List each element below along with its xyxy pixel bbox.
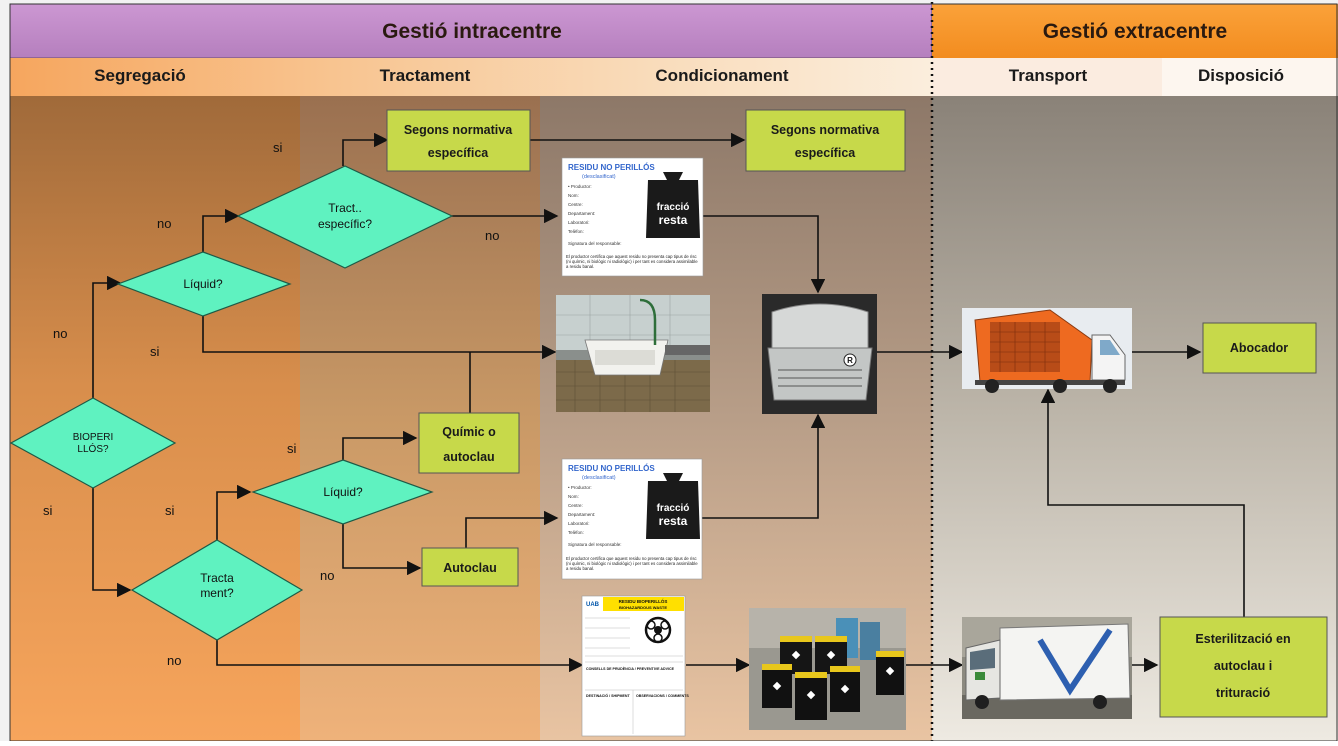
- edge-label-no-tract: no: [485, 228, 499, 243]
- tract-especific-text-2: específic?: [318, 217, 372, 231]
- liquid-bottom-text: Líquid?: [323, 485, 363, 499]
- non-hazardous-label-1: RESIDU NO PERILLÓS (desclasificat) • Pro…: [561, 157, 704, 277]
- label1-note: El productor certifica que aquest residu…: [566, 254, 698, 269]
- edge-label-si-tractament: si: [165, 503, 175, 518]
- label1-title: RESIDU NO PERILLÓS: [568, 163, 655, 172]
- diamond-liquid-bottom: Líquid?: [251, 459, 434, 525]
- container-bin-photo: R: [762, 294, 877, 414]
- label1-subtitle: (desclasificat): [582, 174, 616, 180]
- segregacio-lane: [10, 96, 300, 741]
- segons1-text-2: específica: [428, 146, 490, 160]
- label2-field-3: Departament:: [568, 512, 595, 517]
- edge-label-no-bio: no: [53, 326, 67, 341]
- diamond-liquid-top: Líquid?: [116, 251, 292, 317]
- ester-text-1: Esterilització en: [1195, 632, 1290, 646]
- bioperillos-text-1: BIOPERI: [73, 432, 114, 443]
- extracentre-title: Gestió extracentre: [1043, 20, 1227, 43]
- autoclau-text: Autoclau: [443, 561, 496, 575]
- bio-title: RESIDU BIOPERILLÓS: [619, 597, 668, 604]
- non-hazardous-label-2: RESIDU NO PERILLÓS (desclasificat) • Pro…: [561, 458, 703, 580]
- segons2-text-1: Segons normativa: [771, 123, 880, 137]
- label2-note: El productor certifica que aquest residu…: [566, 556, 698, 571]
- biohazard-label: RESIDU BIOPERILLÓS BIOHAZARDOUS WASTE UA…: [581, 595, 689, 737]
- label2-field-6: Signatura del responsable:: [568, 542, 622, 547]
- box-segons-normativa-1: Segons normativa específica: [386, 109, 531, 172]
- bin-mark: R: [847, 356, 853, 365]
- intracentre-title: Gestió intracentre: [382, 20, 562, 43]
- label2-field-5: Telèfon:: [568, 530, 584, 535]
- label2-title: RESIDU NO PERILLÓS: [568, 464, 655, 473]
- label2-field-1: Nom:: [568, 494, 579, 499]
- label1-field-0: • Productor:: [568, 184, 592, 189]
- bag2-text-2: resta: [659, 514, 688, 528]
- sink-photo: [556, 295, 710, 412]
- bag2-text-1: fracció: [657, 503, 690, 514]
- label2-field-0: • Productor:: [568, 485, 592, 490]
- intracentre-header-band: [9, 3, 933, 59]
- quimic-text-1: Químic o: [442, 425, 496, 439]
- box-autoclau: Autoclau: [421, 547, 519, 587]
- bio-obs: OBSERVACIONS / COMMENTS: [636, 694, 689, 698]
- label1-field-6: Signatura del responsable:: [568, 241, 622, 246]
- quimic-text-2: autoclau: [443, 450, 494, 464]
- tract-especific-text-1: Tract..: [328, 201, 362, 215]
- label2-field-2: Centre:: [568, 503, 583, 508]
- tractament-header: Tractament: [380, 66, 471, 85]
- bio-dest: DESTINACIÓ / SHIPMENT: [586, 693, 631, 698]
- box-segons-normativa-2: Segons normativa específica: [745, 109, 906, 172]
- diamond-tractament: Tracta ment?: [130, 539, 304, 641]
- sanitary-truck-photo: [962, 617, 1132, 719]
- bio-sub: BIOHAZARDOUS WASTE: [619, 605, 667, 610]
- tractament-text-1: Tracta: [200, 571, 234, 585]
- edge-label-si-tract: si: [273, 140, 283, 155]
- edge-label-si-bio: si: [43, 503, 53, 518]
- transport-header: Transport: [1009, 66, 1088, 85]
- label2-subtitle: (desclasificat): [582, 475, 616, 481]
- label2-field-4: Laboratori:: [568, 521, 590, 526]
- condicionament-header: Condicionament: [655, 66, 789, 85]
- box-esterilitzacio: Esterilització en autoclau i trituració: [1159, 616, 1328, 718]
- biohazard-bins-photo: [749, 608, 906, 730]
- extracentre-header-band: [932, 4, 1338, 58]
- box-abocador: Abocador: [1202, 322, 1317, 374]
- ester-text-2: autoclau i: [1214, 659, 1272, 673]
- abocador-text: Abocador: [1230, 341, 1288, 355]
- garbage-truck-image: [962, 308, 1132, 393]
- label1-field-3: Departament:: [568, 211, 595, 216]
- segons1-text-1: Segons normativa: [404, 123, 513, 137]
- edge-label-si-liquid: si: [150, 344, 160, 359]
- diamond-tract-especific: Tract.. específic?: [236, 165, 454, 269]
- box-quimic-autoclau: Químic o autoclau: [418, 412, 520, 474]
- label1-field-2: Centre:: [568, 202, 583, 207]
- ester-text-3: trituració: [1216, 686, 1271, 700]
- edge-label-no-liquid2: no: [320, 568, 334, 583]
- intracentre-columns-band: [10, 58, 932, 96]
- edge-label-no-liquid: no: [157, 216, 171, 231]
- bag1-text-2: resta: [659, 213, 688, 227]
- segregacio-header: Segregació: [94, 66, 186, 85]
- liquid-top-text: Líquid?: [183, 277, 223, 291]
- bin-group: [762, 636, 904, 720]
- edge-label-no-tractament: no: [167, 653, 181, 668]
- label1-field-1: Nom:: [568, 193, 579, 198]
- tractament-text-2: ment?: [200, 586, 234, 600]
- disposicio-header-bg: [1162, 58, 1338, 96]
- edge-label-si-liquid2: si: [287, 441, 297, 456]
- diamond-bioperillos: BIOPERI LLÓS?: [9, 397, 177, 489]
- segons2-text-2: específica: [795, 146, 857, 160]
- bio-consells: CONSELLS DE PRUDÈNCIA / PREVENTIVE ADVIC…: [586, 666, 675, 671]
- label1-field-4: Laboratori:: [568, 220, 590, 225]
- bioperillos-text-2: LLÓS?: [77, 442, 109, 455]
- label1-field-5: Telèfon:: [568, 229, 584, 234]
- disposicio-header: Disposició: [1198, 66, 1284, 85]
- bio-logo: UAB: [586, 602, 600, 608]
- bag1-text-1: fracció: [657, 202, 690, 213]
